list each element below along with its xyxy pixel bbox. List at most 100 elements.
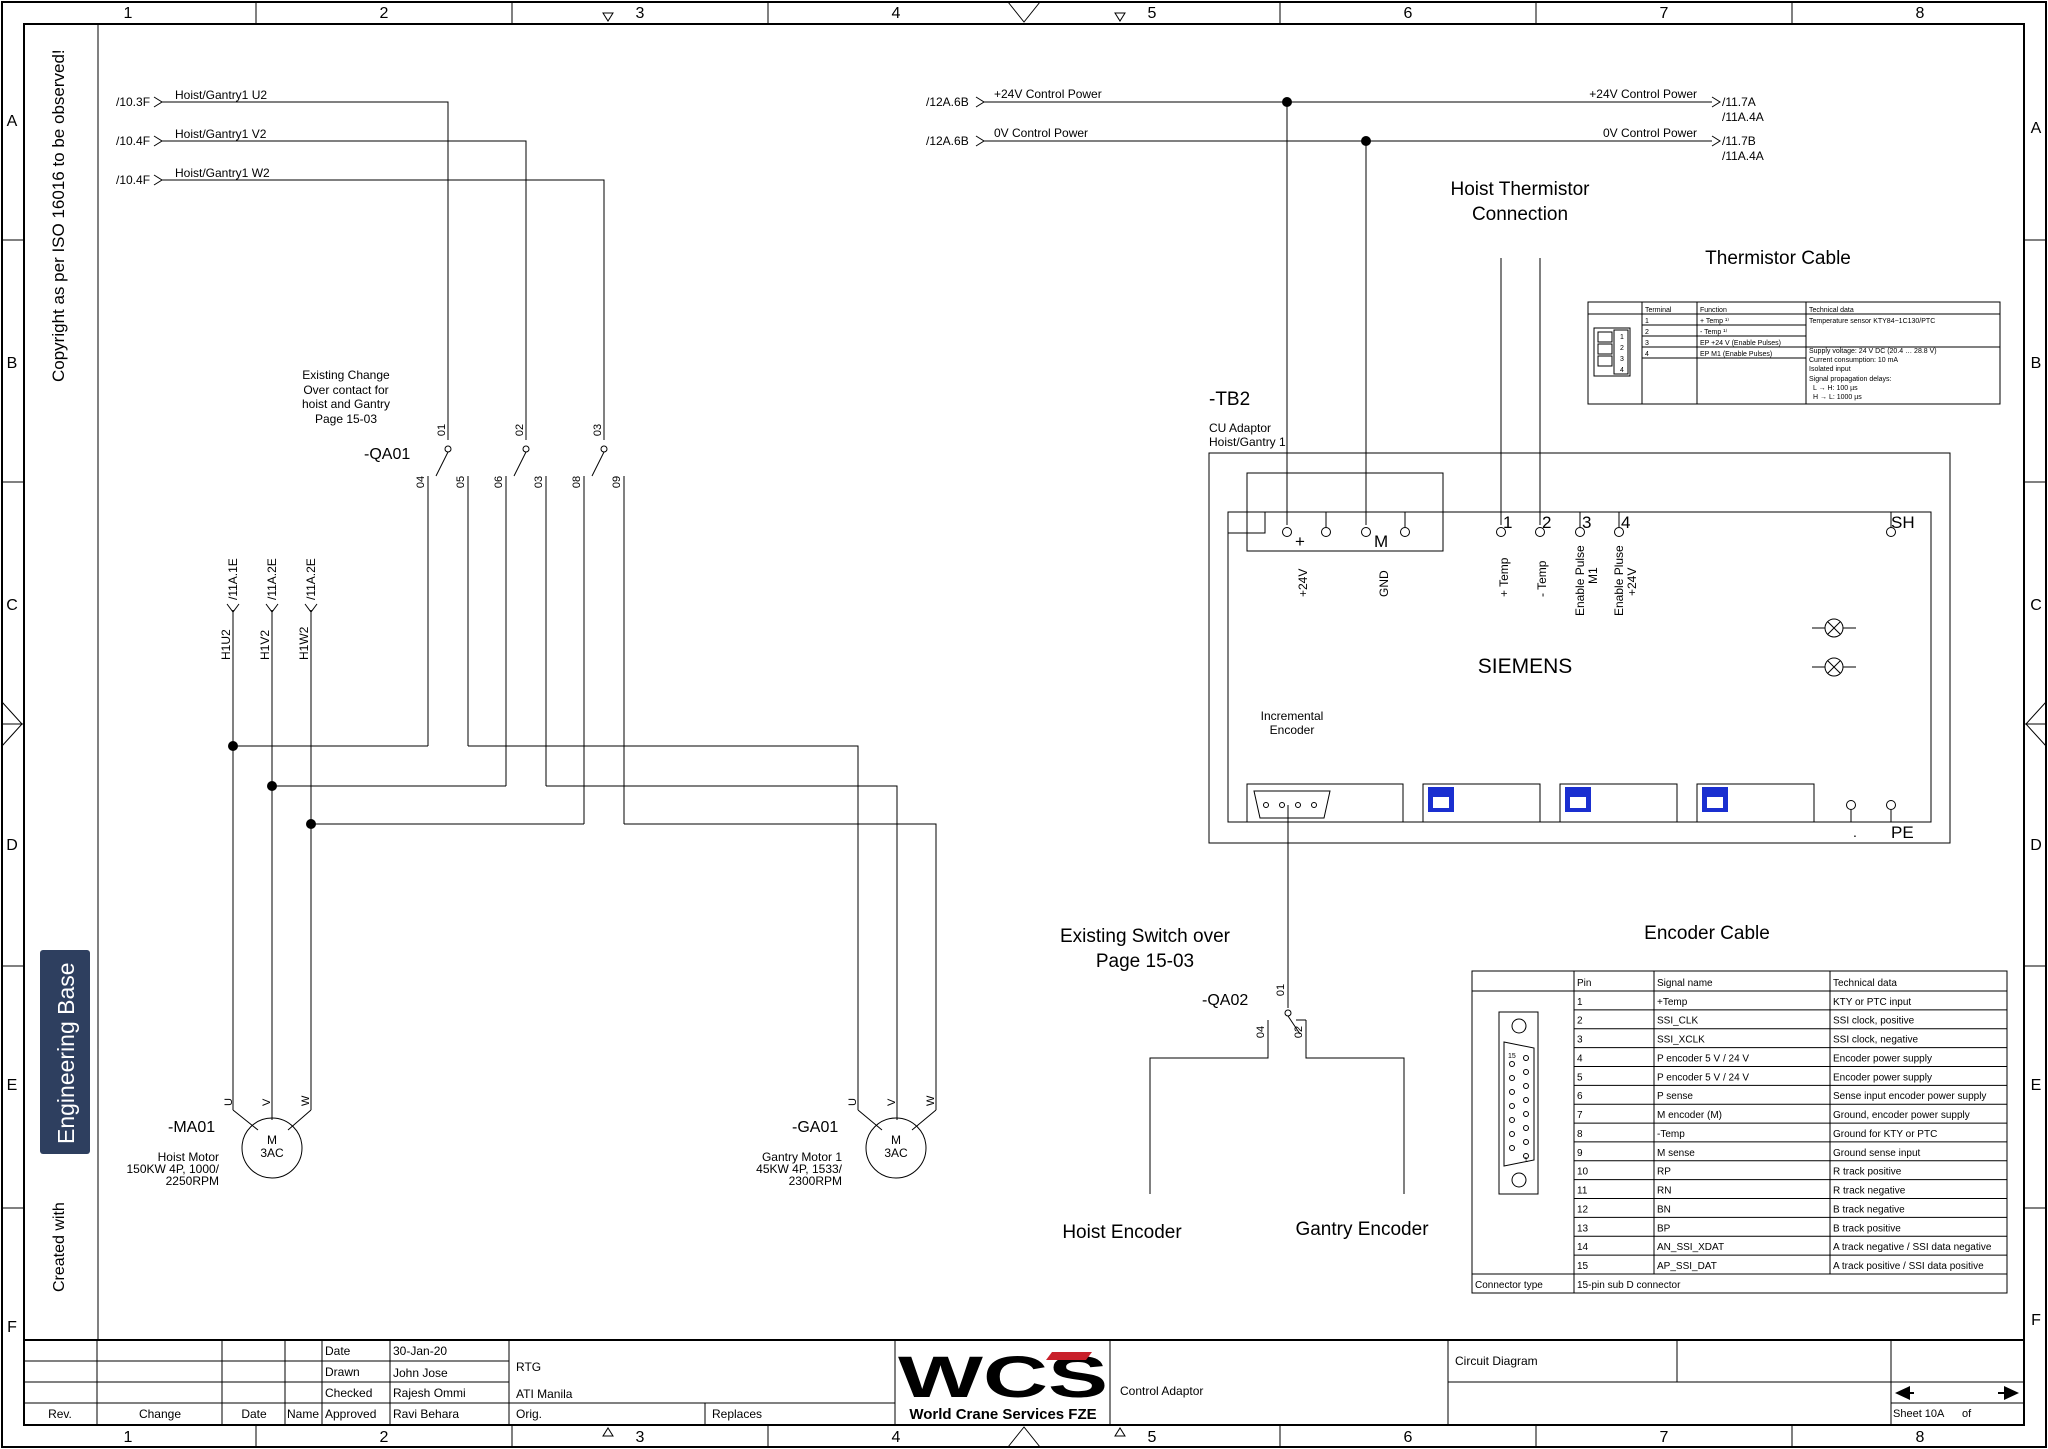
- col-num: 6: [1404, 5, 1413, 22]
- ma01-desc: 2250RPM: [166, 1174, 219, 1188]
- ma01-u: U: [223, 1098, 235, 1106]
- row-letters-right: A B C D E F: [2030, 120, 2042, 1329]
- tb-diagram-type: Circuit Diagram: [1455, 1354, 1538, 1368]
- th-pin: 2: [1620, 345, 1624, 352]
- ga01-3ac: 3AC: [884, 1146, 908, 1160]
- encoder-table-cell: AP_SSI_DAT: [1657, 1261, 1717, 1272]
- tb-checked-value: Rajesh Ommi: [393, 1386, 466, 1400]
- qa01-note-line: hoist and Gantry: [302, 397, 390, 411]
- encoder-table-cell: 14: [1577, 1242, 1589, 1253]
- thermistor-title: Hoist Thermistor: [1450, 179, 1590, 200]
- tb2-label-24v: +24V: [1296, 569, 1310, 597]
- encoder-table-cell: Ground sense input: [1833, 1148, 1921, 1159]
- tb2-term-num: 1: [1503, 513, 1512, 532]
- col-num: 5: [1148, 1429, 1157, 1446]
- tb-replaces: Replaces: [712, 1407, 762, 1421]
- d-sub-15-icon: 15 1: [1498, 1011, 1539, 1195]
- tb2-label-gnd: GND: [1377, 570, 1391, 597]
- qa01-note-line: Over contact for: [303, 383, 388, 397]
- rj45-port-icon: [1696, 783, 1815, 823]
- qa01-note-line: Page 15-03: [315, 412, 377, 426]
- copyright-note: Copyright as per ISO 16016 to be observe…: [49, 49, 68, 382]
- led-indicator-icon: [1812, 657, 1856, 677]
- qa01-pin: 04: [415, 476, 427, 488]
- encoder-table-cell: B track positive: [1833, 1223, 1901, 1234]
- motor-wiring: [226, 603, 937, 1110]
- col-num: 4: [892, 5, 901, 22]
- tb2-label-ep1: Enable Pulse: [1573, 545, 1587, 616]
- p24-out-label: +24V Control Power: [1589, 87, 1697, 101]
- hoist-wire-label: H1U2: [219, 629, 233, 660]
- tb-project: RTG: [516, 1360, 541, 1374]
- encoder-table-cell: M sense: [1657, 1148, 1695, 1159]
- p24-ref: /12A.6B: [926, 95, 969, 109]
- qa01-pin: 03: [533, 476, 545, 488]
- encoder-table-cell: M encoder (M): [1657, 1110, 1722, 1121]
- ma01-desc: Hoist Motor: [158, 1150, 219, 1164]
- tb2-tag: -TB2: [1209, 389, 1250, 410]
- tb-rev: Rev.: [48, 1407, 72, 1421]
- qa01-pin: 02: [514, 424, 526, 436]
- encoder-table-cell: 9: [1577, 1148, 1583, 1159]
- encoder-table-cell: 15: [1577, 1261, 1589, 1272]
- inc-encoder-label: Encoder: [1270, 723, 1315, 737]
- encoder-table-cell: A track positive / SSI data positive: [1833, 1261, 1984, 1272]
- rj45-port-icon: [1422, 783, 1541, 823]
- hoist-ref: /11A.2E: [304, 558, 318, 600]
- encoder-table-cell: 3: [1577, 1035, 1583, 1046]
- encoder-table-cell: 7: [1577, 1110, 1583, 1121]
- encoder-table-cell: 8: [1577, 1129, 1583, 1140]
- row-letter: B: [7, 355, 18, 372]
- qa02-note: Existing Switch over: [1060, 926, 1231, 947]
- next-sheet-icon[interactable]: [1998, 1386, 2019, 1400]
- col-num: 8: [1916, 1429, 1925, 1446]
- row-letter: B: [2031, 355, 2042, 372]
- encoder-table-cell: 11: [1577, 1186, 1588, 1197]
- th-pin: 3: [1620, 356, 1624, 363]
- tb2-plus: +: [1295, 532, 1305, 551]
- col-num: 2: [380, 1429, 389, 1446]
- tb-of: of: [1962, 1408, 1972, 1420]
- qa02-tag: -QA02: [1202, 992, 1248, 1009]
- rj45-port-icon: [1559, 783, 1678, 823]
- tb-sheet: Sheet 10A: [1893, 1408, 1945, 1420]
- prev-sheet-icon[interactable]: [1895, 1386, 1914, 1400]
- column-numbers-bottom: 1 2 3 4 5 6 7 8: [124, 1429, 1925, 1446]
- qa02-pin: 02: [1293, 1026, 1305, 1038]
- th-cell: EP +24 V (Enable Pulses): [1700, 340, 1781, 347]
- column-numbers-top: 1 2 3 4 5 6 7 8: [124, 5, 1925, 22]
- row-letter: A: [2031, 120, 2042, 137]
- gantry-motor-ga01: M 3AC -GA01 Gantry Motor 1 45KW 4P, 1533…: [756, 1095, 937, 1188]
- qa02-switch-over: Existing Switch over Page 15-03 -QA02 01…: [1060, 805, 1429, 1243]
- ga01-v: V: [886, 1098, 898, 1106]
- encoder-table-cell: 13: [1577, 1223, 1589, 1234]
- encoder-table-cell: RP: [1657, 1167, 1671, 1178]
- encoder-table-cell: B track negative: [1833, 1204, 1905, 1215]
- p0-ref: /12A.6B: [926, 134, 969, 148]
- encoder-table-cell: 12: [1577, 1204, 1589, 1215]
- tb-change: Change: [139, 1407, 181, 1421]
- qa01-tag: -QA01: [364, 446, 410, 463]
- ga01-desc: 2300RPM: [789, 1174, 842, 1188]
- tb2-label-ptemp: + Temp: [1497, 557, 1511, 597]
- ref-w2: /10.4F: [116, 173, 150, 187]
- tb2-term-num: 3: [1582, 513, 1591, 532]
- hoist-encoder-label: Hoist Encoder: [1062, 1222, 1182, 1243]
- ref-u2: /10.3F: [116, 95, 150, 109]
- hoist-ref: /11A.2E: [265, 558, 279, 600]
- encoder-table-cell: 1: [1577, 997, 1583, 1008]
- tb-date-label: Date: [325, 1344, 351, 1358]
- qa01-pin: 03: [592, 424, 604, 436]
- encoder-table-cell: SSI clock, positive: [1833, 1016, 1915, 1027]
- tb2-label-mtemp: - Temp: [1535, 560, 1549, 597]
- qa01-pin: 06: [493, 476, 505, 488]
- thermistor-title: Connection: [1472, 204, 1568, 225]
- enc-header: Technical data: [1833, 978, 1897, 989]
- encoder-table-cell: P encoder 5 V / 24 V: [1657, 1072, 1749, 1083]
- qa01-pin: 09: [611, 476, 623, 488]
- encoder-table-cell: 10: [1577, 1167, 1589, 1178]
- tb2-dot: .: [1853, 824, 1857, 840]
- wcs-logo: WCS: [898, 1345, 1108, 1410]
- th-cell: + Temp ¹⁾: [1700, 317, 1729, 325]
- engineering-base-text: Engineering Base: [53, 962, 79, 1144]
